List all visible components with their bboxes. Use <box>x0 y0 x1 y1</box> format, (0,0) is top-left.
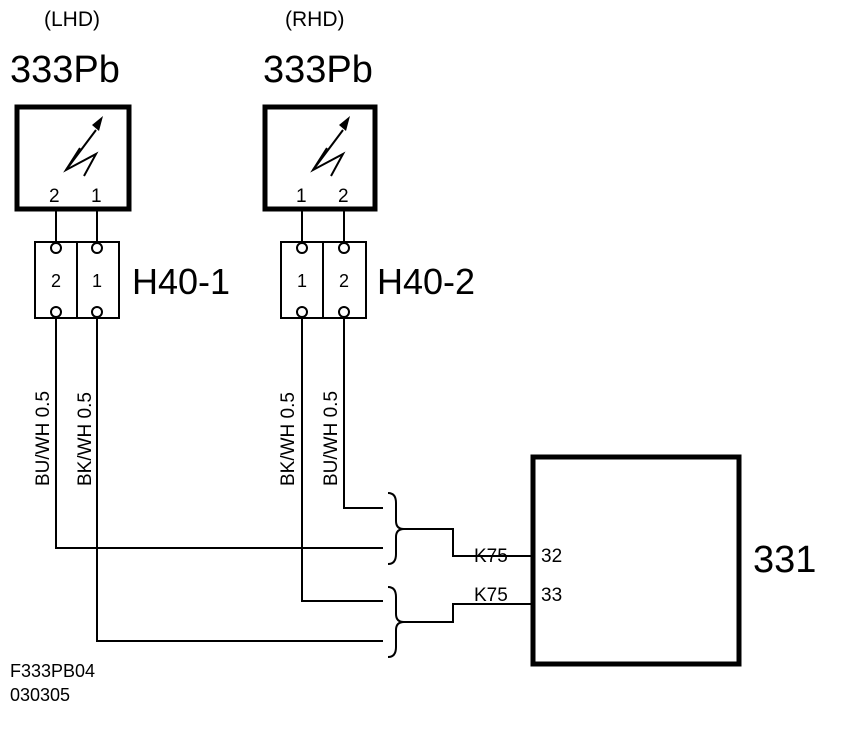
h40-1-label: H40-1 <box>132 261 230 302</box>
rhd-part-label: 333Pb <box>263 49 373 91</box>
lhd-sensor-pin-1: 1 <box>91 186 102 207</box>
rhd-sensor-pin-2: 2 <box>338 186 349 207</box>
module-pin-32-connector: K75 <box>474 546 508 567</box>
module-pin-33-connector: K75 <box>474 585 508 606</box>
rhd-sensor-pin-1: 1 <box>296 186 307 207</box>
rhd-sensor-icon <box>310 116 350 177</box>
wire-label-lhd-pin2: BU/WH 0.5 <box>33 391 54 486</box>
module-331-label: 331 <box>753 539 816 581</box>
module-pin-32: 32 <box>541 546 562 567</box>
date-code: 030305 <box>10 685 70 705</box>
module-331: 331 K75 32 K75 33 <box>474 454 816 667</box>
lhd-sensor: (LHD) 333Pb 2 1 <box>10 8 132 212</box>
rhd-variant-label: (RHD) <box>285 8 344 31</box>
wire-label-rhd-pin2: BU/WH 0.5 <box>321 391 342 486</box>
lhd-sensor-pin-2: 2 <box>49 186 60 207</box>
brace-pin33 <box>387 586 533 658</box>
lhd-variant-label: (LHD) <box>44 8 100 31</box>
wire-rhd-pin1: BK/WH 0.5 <box>278 317 383 602</box>
h40-2-label: H40-2 <box>377 261 475 302</box>
wire-lhd-pin1: BK/WH 0.5 <box>75 317 383 642</box>
figure-reference: F333PB04 030305 <box>10 661 95 705</box>
module-331-box <box>530 454 742 667</box>
brace-pin32 <box>387 492 533 565</box>
wire-rhd-pin2: BU/WH 0.5 <box>321 317 383 509</box>
connector-h40-1: 2 1 H40-1 <box>34 209 230 319</box>
h40-1-pin-2: 2 <box>51 271 61 291</box>
figure-id: F333PB04 <box>10 661 95 681</box>
wire-label-lhd-pin1: BK/WH 0.5 <box>75 392 96 486</box>
module-pin-33: 33 <box>541 585 562 606</box>
rhd-sensor: (RHD) 333Pb 1 2 <box>262 8 378 212</box>
wire-label-rhd-pin1: BK/WH 0.5 <box>278 392 299 486</box>
connector-h40-2: 1 2 H40-2 <box>280 209 475 319</box>
h40-1-pin-1: 1 <box>92 271 102 291</box>
lhd-part-label: 333Pb <box>10 49 120 91</box>
lhd-sensor-box <box>14 104 132 212</box>
lhd-sensor-icon <box>63 116 103 177</box>
rhd-sensor-box <box>262 104 378 212</box>
h40-2-pin-1: 1 <box>297 271 307 291</box>
h40-2-pin-2: 2 <box>339 271 349 291</box>
wire-lhd-pin2: BU/WH 0.5 <box>33 317 383 549</box>
